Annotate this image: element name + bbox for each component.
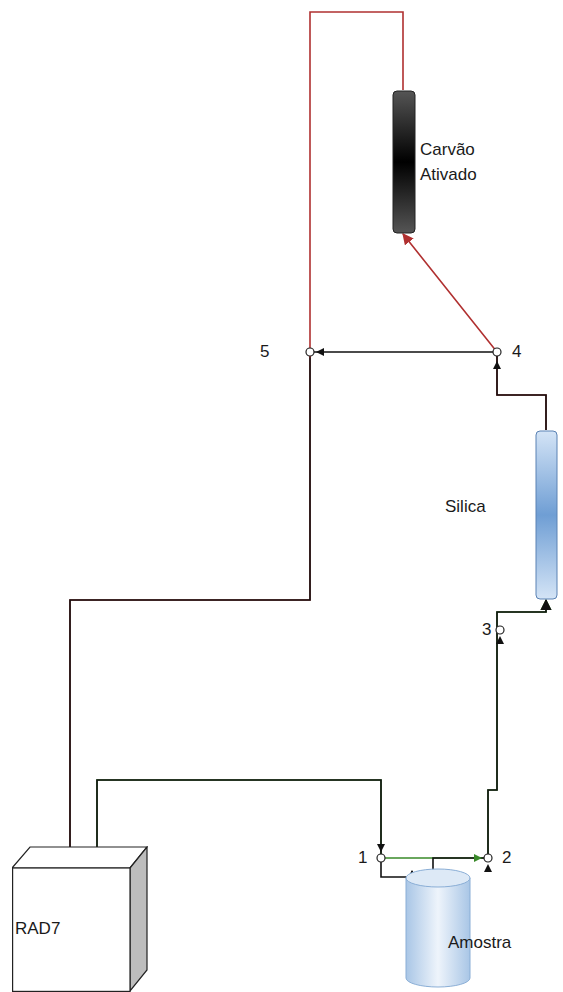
valve xyxy=(493,348,501,356)
callout-number: 2 xyxy=(502,848,511,868)
sample-shape xyxy=(405,868,471,988)
flow-line xyxy=(433,600,546,871)
flow-line xyxy=(403,234,546,430)
valve xyxy=(306,348,314,356)
node-label: RAD7 xyxy=(15,916,60,941)
valve xyxy=(484,854,492,862)
carbon-column: Carvão Ativado xyxy=(390,90,500,236)
node-label: Amostra xyxy=(448,930,511,955)
callout-number: 1 xyxy=(358,848,367,868)
carbon-shape xyxy=(392,90,416,234)
arrowhead xyxy=(496,636,504,644)
arrowhead xyxy=(484,864,492,872)
sample-vessel: Amostra xyxy=(403,868,548,990)
flow-line xyxy=(97,600,546,860)
arrowhead xyxy=(377,844,385,852)
callout-number: 3 xyxy=(482,620,491,640)
arrowhead xyxy=(316,348,324,356)
flow-arrowheads xyxy=(306,348,504,872)
valve xyxy=(496,626,504,634)
silica-column: Silica xyxy=(440,430,560,602)
flow-line xyxy=(70,352,546,860)
node-label: Carvão Ativado xyxy=(420,137,490,187)
valve xyxy=(377,854,385,862)
flow-line xyxy=(70,12,403,860)
callout-number: 4 xyxy=(512,342,521,362)
callout-number: 5 xyxy=(260,342,269,362)
rad7-monitor: RAD7 xyxy=(12,846,148,992)
node-label: Silica xyxy=(445,494,486,519)
arrowhead xyxy=(493,361,501,369)
arrowhead xyxy=(474,854,482,862)
silica-shape xyxy=(535,430,558,600)
junction-valves xyxy=(306,348,504,862)
